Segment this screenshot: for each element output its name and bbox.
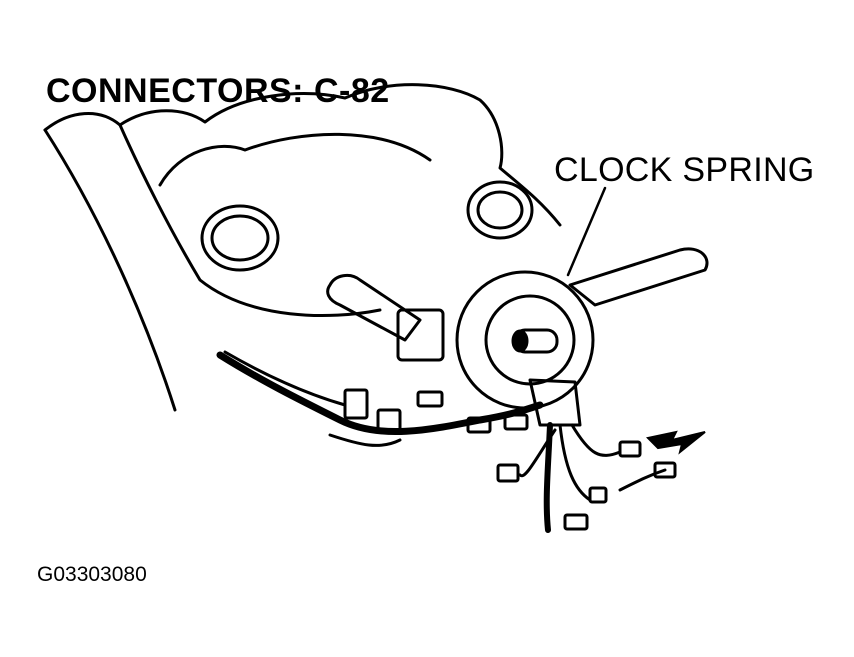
dashboard-inner-line [118, 123, 382, 318]
clock-spring-inner [484, 294, 576, 386]
connector-9 [563, 513, 589, 531]
connector-5 [503, 413, 529, 431]
right-combination-switch-lever [568, 247, 709, 307]
dashboard-lower-edge [43, 128, 177, 412]
dash-center-console [158, 132, 432, 187]
connector-3 [416, 390, 444, 408]
wire-harness-left [216, 351, 544, 435]
connector-10 [653, 461, 677, 479]
left-air-vent [200, 204, 280, 272]
connector-4 [466, 416, 492, 434]
clock-spring-label: CLOCK SPRING [554, 151, 815, 189]
diagram-title: CONNECTORS: C-82 [46, 72, 390, 110]
connector-8 [588, 486, 608, 504]
connector-2 [376, 408, 402, 432]
figure-id: G03303080 [37, 563, 147, 586]
connector-6 [618, 440, 642, 458]
left-combination-switch-lever [326, 273, 422, 342]
connector-7 [496, 463, 520, 483]
connector-1 [343, 388, 369, 420]
left-switch-body [396, 308, 445, 362]
clock-spring-leader-line [566, 186, 607, 277]
right-air-vent [466, 180, 534, 240]
indicator-arrow [645, 430, 706, 455]
clock-spring-connector-housing [528, 378, 582, 427]
